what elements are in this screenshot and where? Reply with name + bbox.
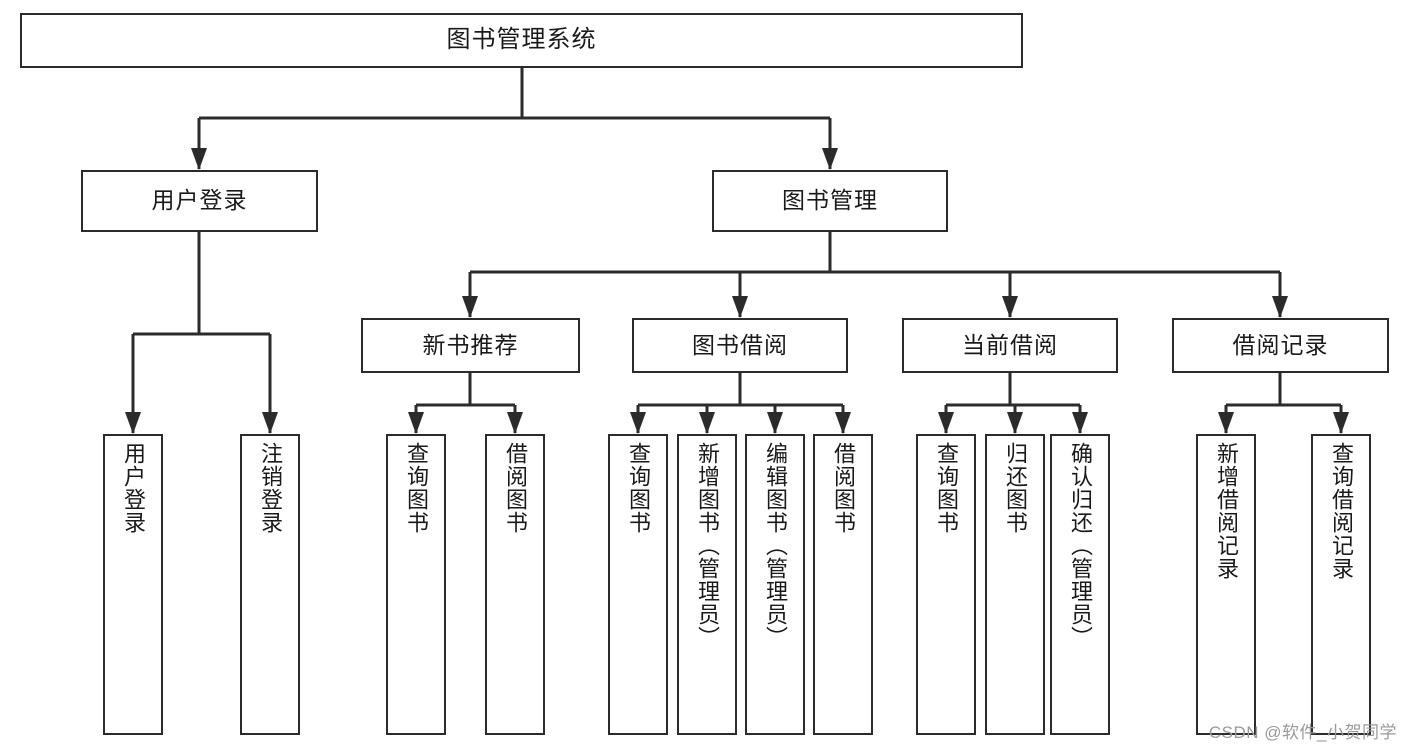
node-label: 当前借阅 <box>962 331 1058 358</box>
node-label: 新书推荐 <box>422 331 519 358</box>
node-label: 新增图书（管理员） <box>694 442 720 649</box>
node-book-borrow[interactable]: 图书借阅 <box>632 318 848 373</box>
node-label: 编辑图书（管理员） <box>762 442 788 649</box>
node-leaf-return-book[interactable]: 归还图书 <box>985 434 1045 735</box>
node-label: 确认归还（管理员） <box>1067 442 1093 649</box>
node-label: 注销登录 <box>257 442 283 534</box>
node-label: 图书管理 <box>782 187 878 214</box>
node-leaf-borrow-book[interactable]: 借阅图书 <box>813 434 873 735</box>
node-book-manage[interactable]: 图书管理 <box>712 170 948 232</box>
node-label: 借阅记录 <box>1232 331 1329 358</box>
node-leaf-query-book-rec[interactable]: 查询图书 <box>386 434 446 735</box>
node-label: 用户登录 <box>120 442 146 534</box>
node-leaf-borrow-book-rec[interactable]: 借阅图书 <box>485 434 545 735</box>
node-label: 查询图书 <box>933 442 959 534</box>
node-leaf-user-logout[interactable]: 注销登录 <box>240 434 300 735</box>
node-label: 用户登录 <box>151 187 248 214</box>
node-leaf-query-book-borrow[interactable]: 查询图书 <box>608 434 668 735</box>
node-label: 图书管理系统 <box>446 26 597 54</box>
node-leaf-query-book-current[interactable]: 查询图书 <box>916 434 976 735</box>
node-label: 图书借阅 <box>692 331 788 358</box>
node-label: 借阅图书 <box>830 442 856 534</box>
node-root[interactable]: 图书管理系统 <box>20 13 1023 68</box>
node-leaf-confirm-return-admin[interactable]: 确认归还（管理员） <box>1050 434 1110 735</box>
node-label: 查询图书 <box>625 442 651 534</box>
node-label: 借阅图书 <box>502 442 528 534</box>
node-user-login[interactable]: 用户登录 <box>81 170 318 232</box>
node-label: 查询图书 <box>403 442 429 534</box>
node-leaf-add-book-admin[interactable]: 新增图书（管理员） <box>677 434 737 735</box>
node-current-borrow[interactable]: 当前借阅 <box>902 318 1118 373</box>
node-label: 归还图书 <box>1002 442 1028 534</box>
node-label: 新增借阅记录 <box>1213 442 1239 580</box>
node-leaf-add-borrow-record[interactable]: 新增借阅记录 <box>1196 434 1256 735</box>
node-label: 查询借阅记录 <box>1328 442 1354 580</box>
node-borrow-record[interactable]: 借阅记录 <box>1172 318 1389 373</box>
node-leaf-user-login[interactable]: 用户登录 <box>103 434 163 735</box>
node-leaf-edit-book-admin[interactable]: 编辑图书（管理员） <box>745 434 805 735</box>
node-new-book-recommend[interactable]: 新书推荐 <box>361 318 580 373</box>
node-leaf-query-borrow-record[interactable]: 查询借阅记录 <box>1311 434 1371 735</box>
